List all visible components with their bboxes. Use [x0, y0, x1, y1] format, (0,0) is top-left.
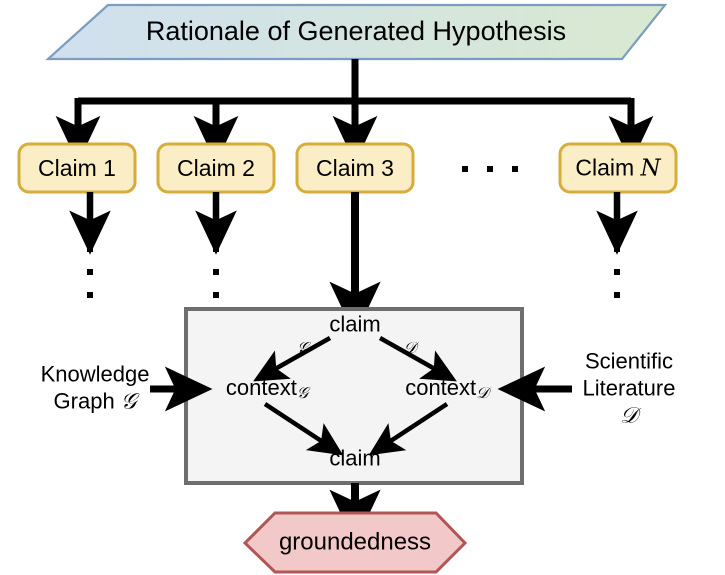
groundedness-label: groundedness	[278, 528, 432, 556]
claim-label-n: Claim N	[575, 154, 661, 182]
knowledge-graph-source: Knowledge Graph 𝒢	[40, 361, 150, 415]
claim-label-3: Claim 3	[316, 155, 394, 182]
rationale-parallelogram	[45, 3, 668, 61]
claim-box-1	[17, 142, 137, 194]
claim-label-1: Claim 1	[38, 155, 116, 182]
rationale-title: Rationale of Generated Hypothesis	[145, 15, 567, 46]
process-bottom-claim: claim	[329, 445, 381, 471]
context-literature-node: context𝒟	[405, 375, 489, 403]
edge-context-g-to-claim	[263, 402, 344, 456]
scientific-literature-source: Scientific Literature 𝒟	[582, 348, 676, 428]
edge-label-literature: 𝒟	[403, 338, 417, 358]
edge-label-graph: 𝒢	[297, 338, 309, 358]
claim-label-2: Claim 2	[177, 155, 255, 182]
edge-claim-to-context-d	[378, 336, 457, 382]
edge-claim-to-context-g	[253, 336, 332, 382]
context-graph-node: context𝒢	[225, 375, 309, 403]
groundedness-hexagon	[242, 511, 468, 574]
edge-context-d-to-claim	[368, 402, 449, 456]
process-top-claim: claim	[329, 311, 381, 337]
